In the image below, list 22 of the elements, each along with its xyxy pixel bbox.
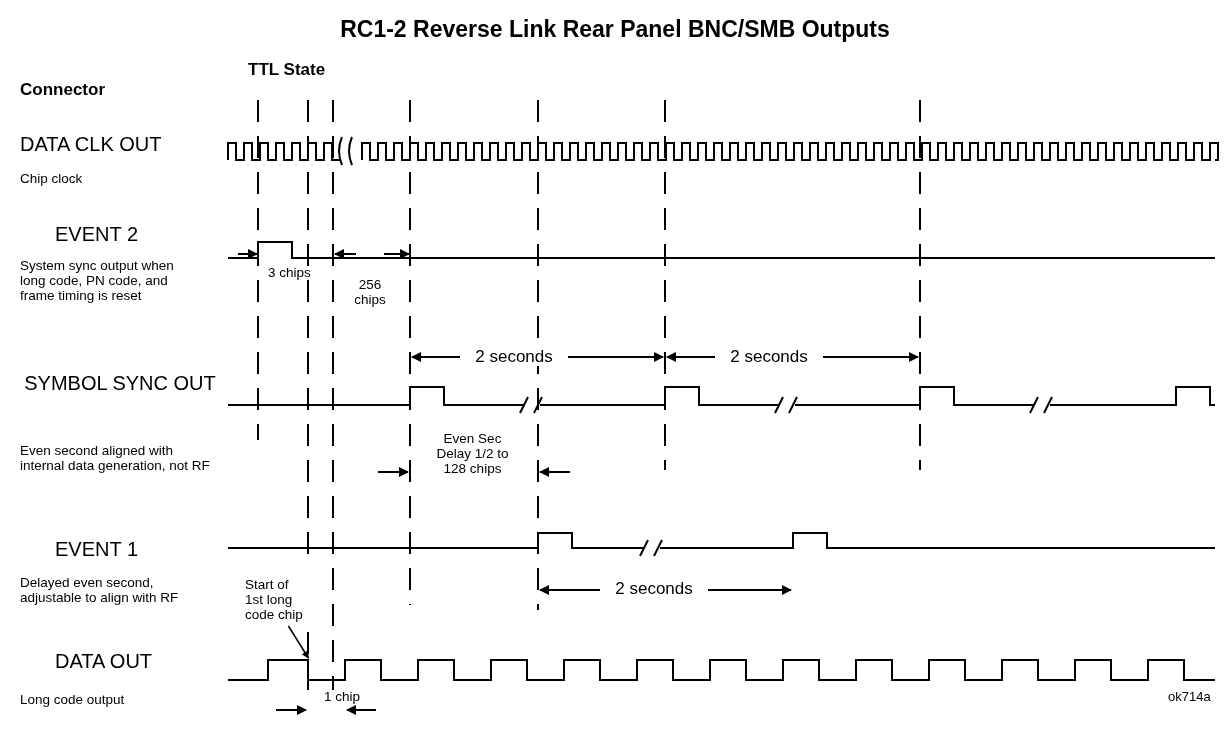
timing-label: ok714a xyxy=(1168,690,1212,705)
square-waveform xyxy=(227,659,1216,681)
timing-label: DATA CLK OUT xyxy=(20,133,163,156)
diagram-title: RC1-2 Reverse Link Rear Panel BNC/SMB Outputs xyxy=(339,16,891,43)
timing-label: TTL State xyxy=(248,60,327,80)
callout-text: Start of 1st long code chip xyxy=(245,577,307,623)
timing-label: Delayed even second, adjustable to align with RF xyxy=(20,575,180,606)
timing-label: 3 chips xyxy=(268,265,312,281)
timing-label: Chip clock xyxy=(20,171,84,187)
timing-label: System sync output when long code, PN code, and frame timing is reset xyxy=(20,258,175,304)
timing-label: SYMBOL SYNC OUT xyxy=(23,372,217,395)
timing-label: Even second aligned with internal data generation, not RF xyxy=(20,443,210,474)
timing-label: EVENT 2 xyxy=(55,223,139,246)
timing-label: Long code output xyxy=(20,692,126,708)
timing-label: EVENT 1 xyxy=(55,538,139,561)
timing-label: DATA OUT xyxy=(55,650,154,673)
leader-line xyxy=(287,625,310,659)
timing-label: Even Sec Delay 1/2 to 128 chips xyxy=(435,431,510,477)
timing-label: 256 chips xyxy=(353,277,387,308)
timing-label: 2 seconds xyxy=(460,347,568,367)
timing-label: Connector xyxy=(20,80,106,100)
timing-label: 1 chip xyxy=(323,689,361,705)
